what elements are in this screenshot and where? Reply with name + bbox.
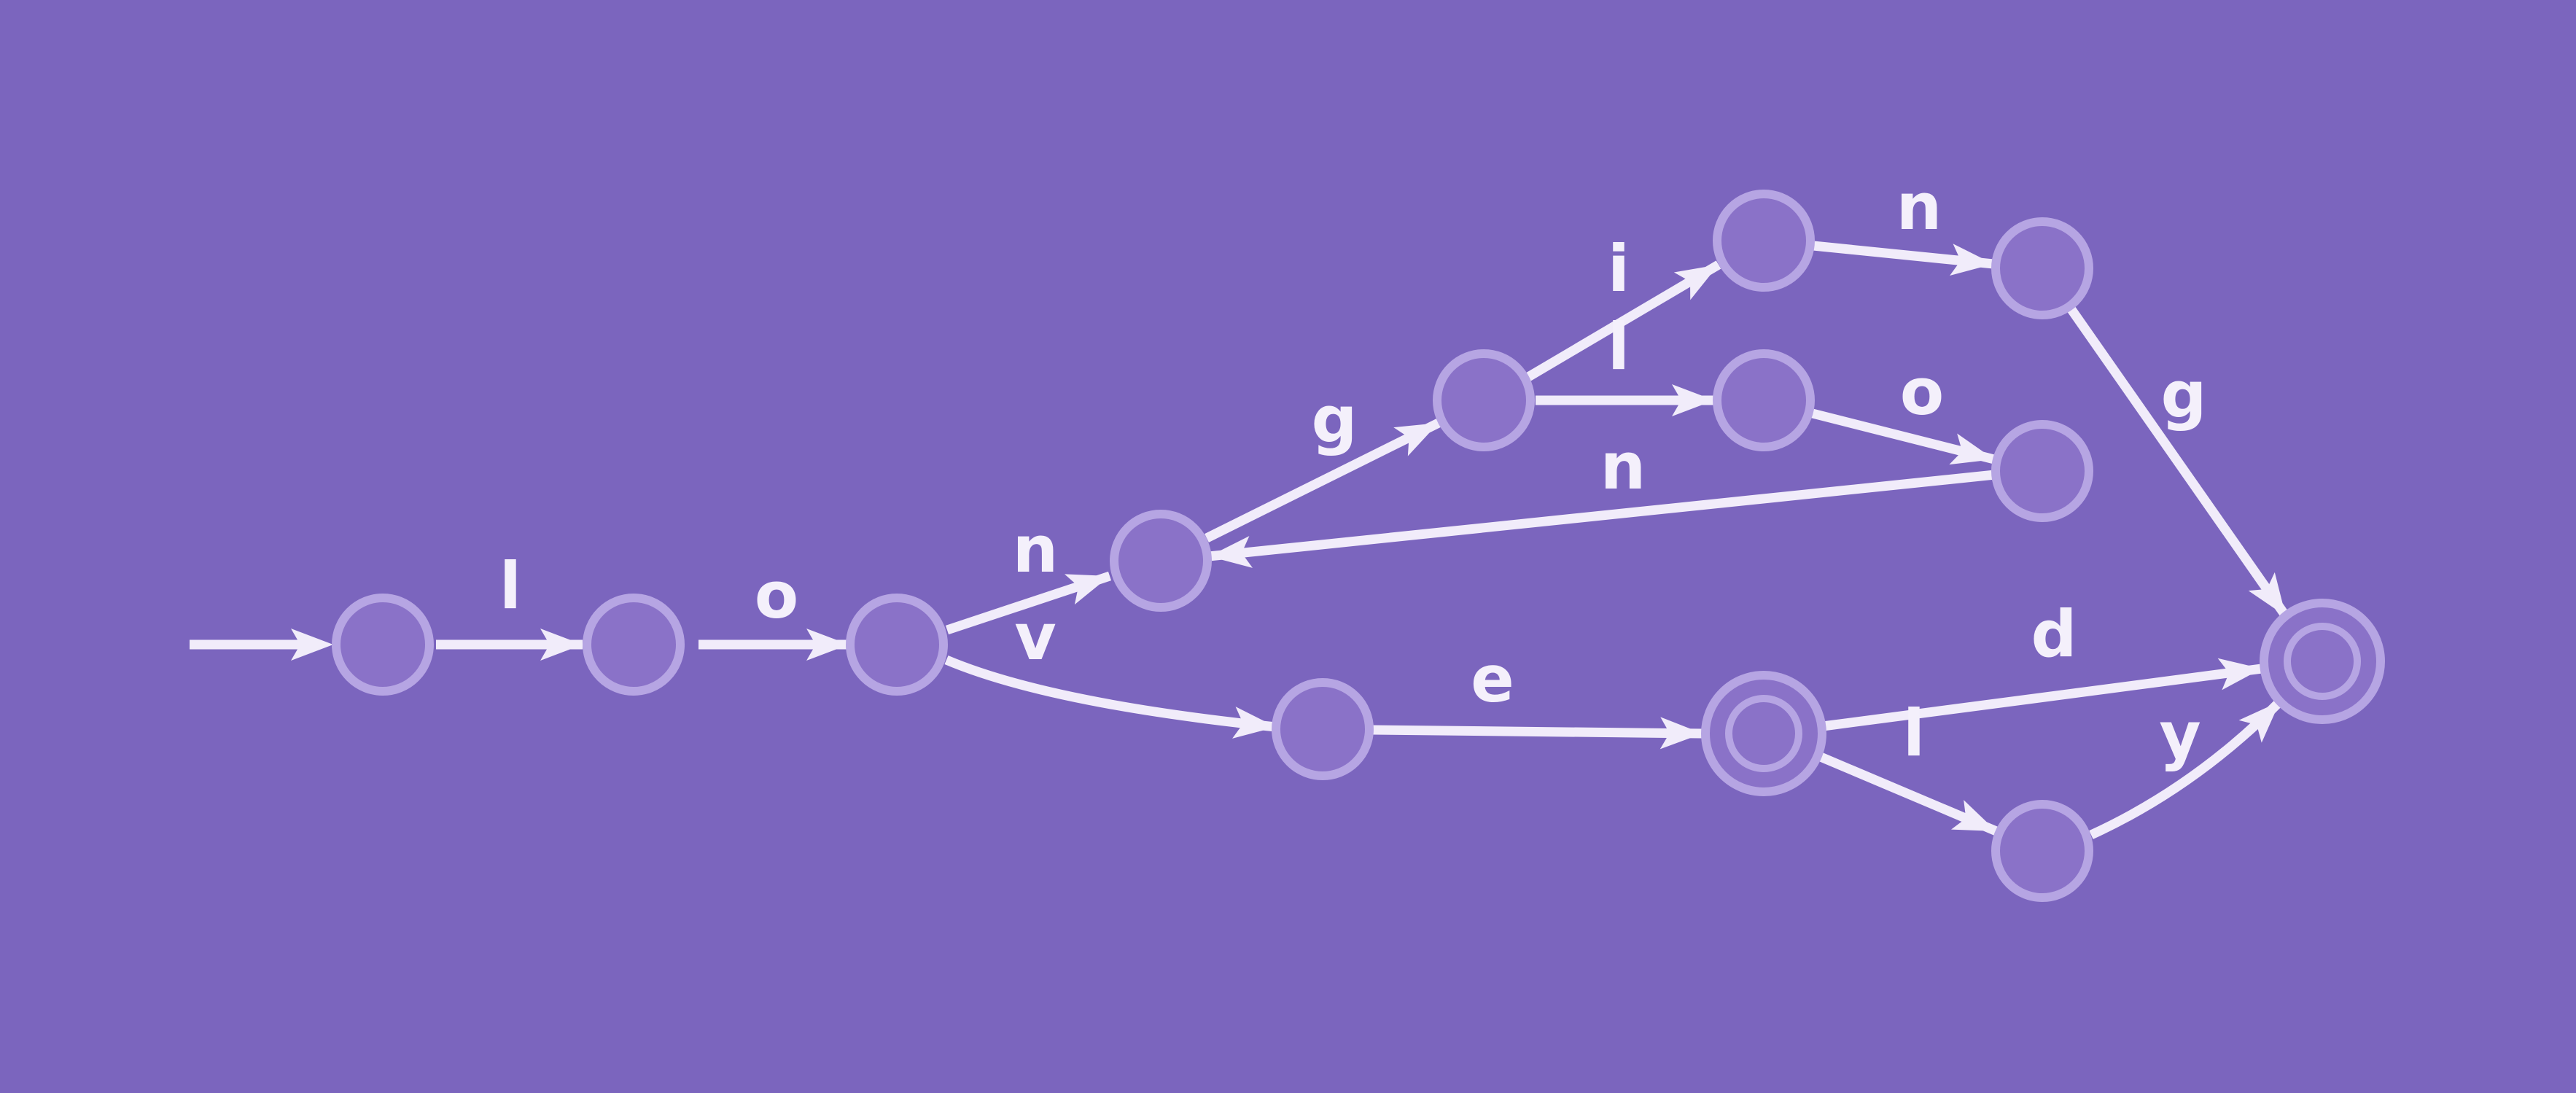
transition-s7-s12-arrowhead (2248, 572, 2286, 616)
transition-s10-s12-arrowhead (2217, 658, 2262, 691)
transition-s2-s9-label: v (1014, 599, 1056, 674)
state-s0 (332, 594, 434, 696)
transition-s5-s7-label: n (1896, 169, 1942, 244)
transition-s8-s3-label: n (1600, 429, 1646, 504)
transition-s4-s5-line (1525, 260, 1721, 381)
accepting-ring-s12 (2284, 623, 2361, 700)
transition-s0-s1-label: l (499, 548, 521, 623)
transition-s1-s2-arrowhead (806, 629, 849, 661)
transition-s6-s8-arrowhead (1949, 433, 1994, 465)
transition-s4-s6-arrowhead (1672, 384, 1714, 416)
transitions-layer (190, 241, 2290, 839)
state-s8 (1991, 420, 2093, 522)
accepting-ring-s10 (1725, 695, 1802, 772)
transition-s10-s11-arrowhead (1951, 800, 1996, 831)
transition-s9-s10-label: e (1471, 642, 1514, 717)
transition-s2-s9-line (944, 656, 1277, 732)
states-layer (332, 190, 2385, 902)
transition-s11-s12-arrowhead (2238, 701, 2280, 743)
transition-s7-s12-line (2066, 306, 2290, 619)
state-s11 (1991, 800, 2093, 902)
transition-s8-s3-arrowhead (1209, 536, 1253, 568)
initial-arrow-head (291, 629, 333, 661)
state-s4 (1433, 349, 1535, 451)
state-s6 (1713, 349, 1815, 451)
state-s1 (583, 594, 685, 696)
transition-s4-s5-label: i (1608, 231, 1630, 306)
transition-s10-s12-label: d (2031, 596, 2077, 672)
transition-s1-s2-label: o (755, 558, 798, 633)
state-s3 (1110, 510, 1212, 612)
transition-s4-s6-label: l (1608, 309, 1630, 384)
transition-s11-s12-label: y (2159, 698, 2201, 773)
transition-s6-s8-label: o (1900, 354, 1944, 429)
transition-s3-s4-arrowhead (1393, 423, 1439, 456)
transition-s4-s5-arrowhead (1673, 265, 1719, 300)
transition-s9-s10-arrowhead (1659, 717, 1703, 750)
transition-s3-s4-label: g (1312, 382, 1358, 457)
transition-s5-s7-arrowhead (1950, 244, 1993, 276)
transition-s3-s4-line (1205, 419, 1441, 542)
accepting-state-s10 (1701, 671, 1826, 796)
transition-s8-s3-line (1208, 470, 1996, 561)
transition-s2-s3-arrowhead (1065, 574, 1110, 605)
transition-s2-s9-arrowhead (1232, 707, 1276, 739)
accepting-state-s12 (2260, 599, 2385, 724)
transition-s10-s12-line (1822, 664, 2262, 731)
state-s5 (1713, 190, 1815, 292)
transition-s7-s12-label: g (2161, 357, 2207, 432)
state-s2 (846, 594, 948, 696)
state-s7 (1991, 217, 2093, 319)
transition-s2-s3-label: n (1013, 512, 1059, 587)
transition-s10-s11-label: l (1903, 696, 1925, 771)
transition-s9-s10-line (1371, 725, 1703, 739)
transition-s0-s1-arrowhead (540, 629, 583, 661)
state-s9 (1272, 678, 1374, 780)
